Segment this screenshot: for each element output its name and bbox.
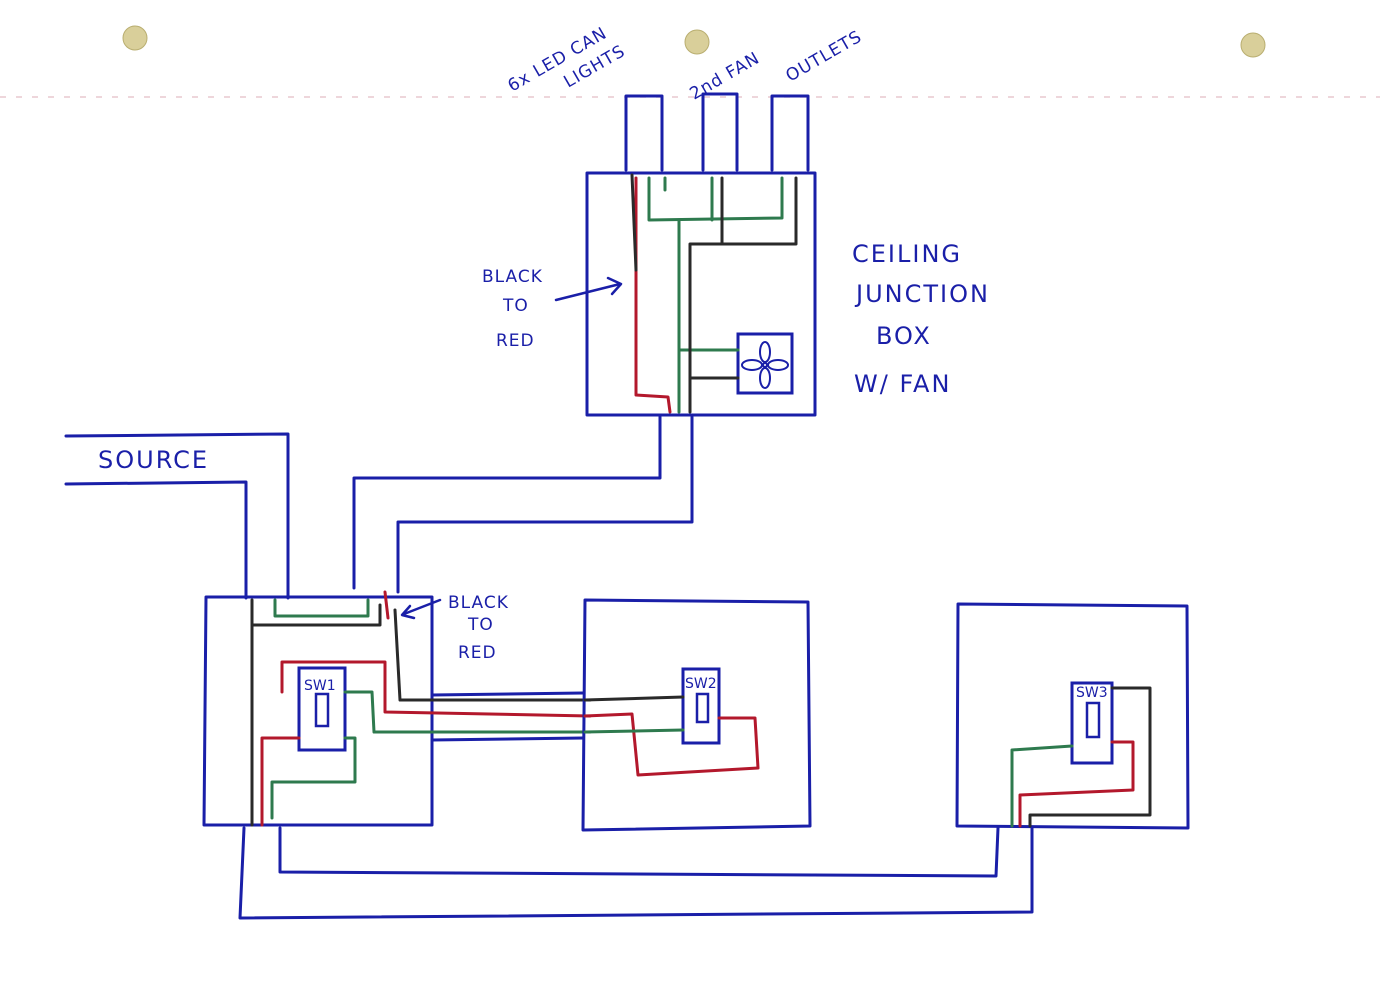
- label-black-to-red-bottom-1: BLACK: [448, 593, 509, 613]
- label-black-to-red-bottom-3: RED: [458, 643, 497, 663]
- arrow-bottom: [402, 598, 442, 616]
- switch-1: [297, 666, 347, 752]
- switch-box-2-wires: [583, 695, 760, 777]
- label-ceiling-line1: CEILING: [852, 240, 962, 268]
- switch-3: [1070, 681, 1114, 765]
- switch-box-1: [64, 432, 1034, 920]
- switch-box-2: [581, 598, 812, 832]
- punch-hole-right: [1240, 32, 1266, 58]
- label-ceiling-line3: BOX: [876, 322, 932, 350]
- label-sw3: SW3: [1076, 685, 1108, 701]
- label-black-to-red-top-1: BLACK: [482, 267, 543, 287]
- label-ceiling-line4: W/ FAN: [854, 370, 951, 398]
- label-ceiling-line2: JUNCTION: [854, 280, 990, 308]
- label-black-to-red-top-2: TO: [502, 296, 529, 316]
- label-source: SOURCE: [98, 446, 209, 474]
- arrow-top: [554, 282, 622, 302]
- switch-2: [681, 667, 721, 745]
- fan-icon: [736, 332, 794, 395]
- label-sw1: SW1: [304, 678, 336, 694]
- ceiling-junction-box: [352, 92, 817, 594]
- switch-box-3: [955, 602, 1190, 830]
- switch-box-3-wires: [1010, 686, 1152, 828]
- ceiling-box-wires: [630, 173, 798, 414]
- label-sw2: SW2: [685, 676, 717, 692]
- punch-hole-left: [122, 25, 148, 51]
- annotation-arrows: [400, 276, 623, 620]
- punch-hole-center: [684, 29, 710, 55]
- switch-box-1-wires: [250, 590, 592, 827]
- label-black-to-red-bottom-2: TO: [467, 615, 494, 635]
- label-black-to-red-top-3: RED: [496, 331, 535, 351]
